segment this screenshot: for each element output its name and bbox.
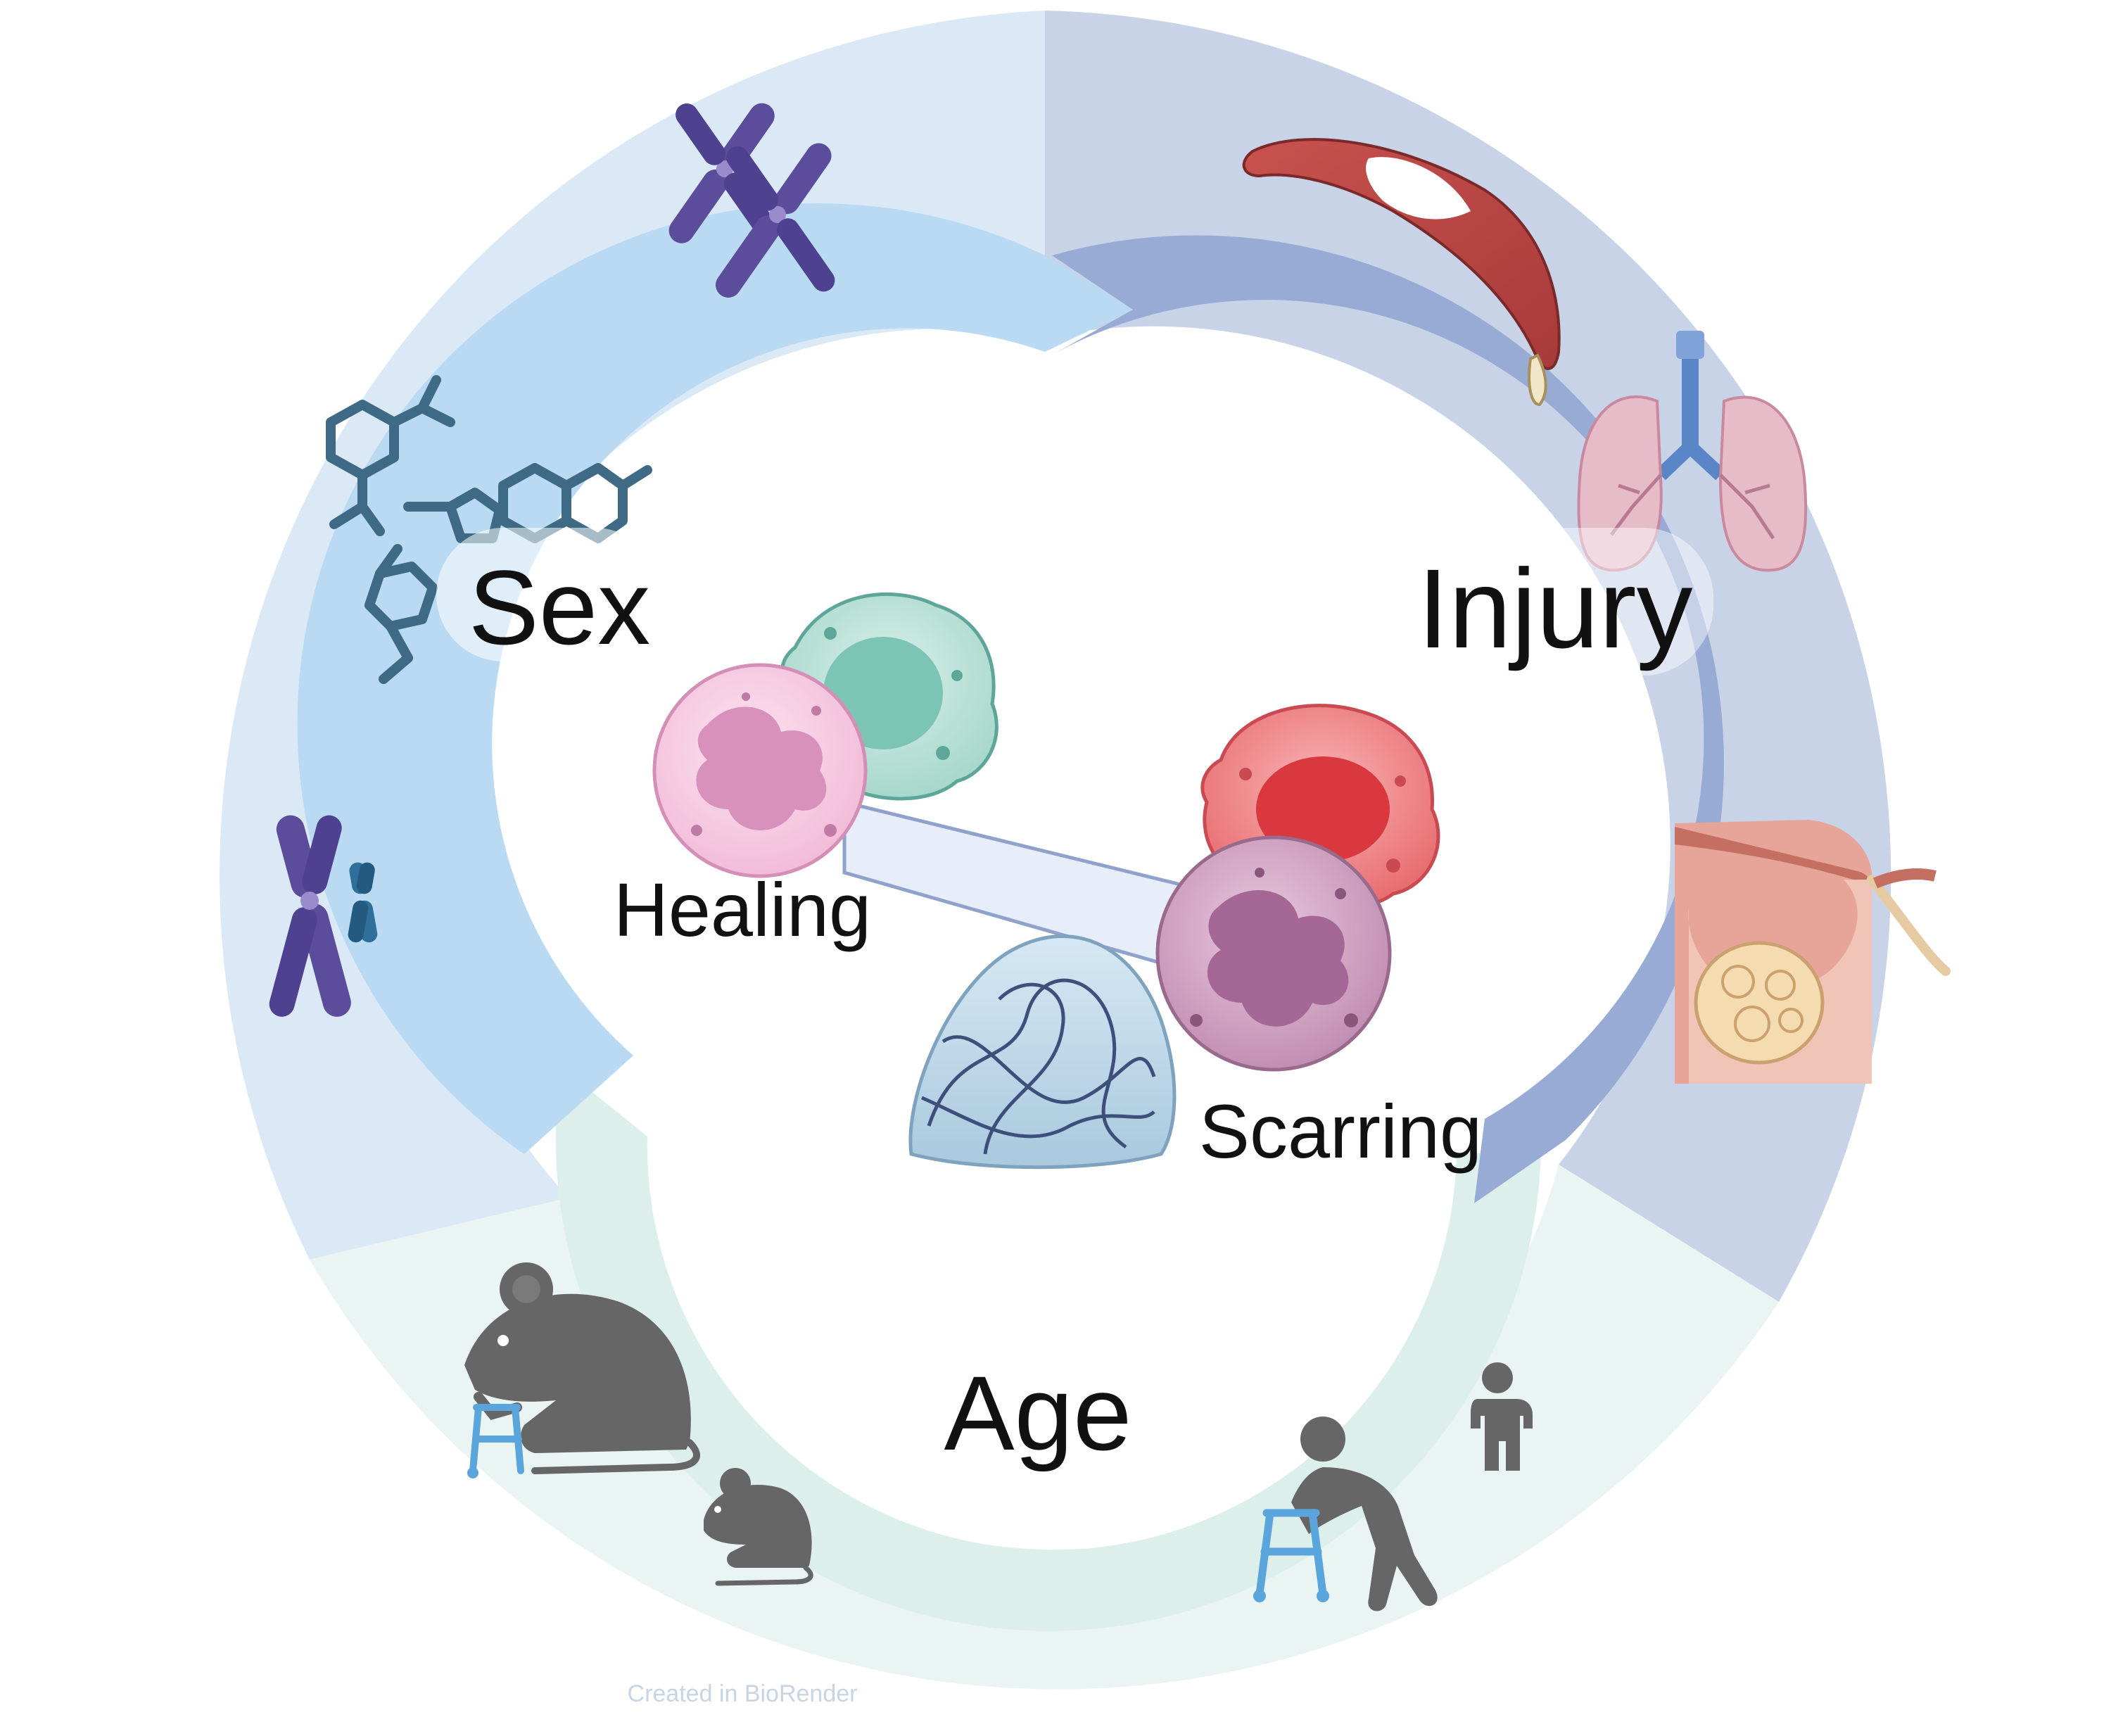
healing-label: Healing [614,867,871,952]
uterus-tumor-icon [1675,820,1951,1084]
lung-icon [1577,331,1808,572]
age-label: Age [944,1354,1132,1472]
sex-label: Sex [469,548,650,666]
biorender-watermark: Created in BioRender [628,1680,858,1707]
hormone-molecule-icon [326,375,652,684]
scarring-label: Scarring [1199,1089,1482,1174]
old-mouse-walker-icon [464,1262,700,1478]
sex-arrow [297,203,1133,1155]
sex-label-pill [436,528,661,661]
injury-label: Injury [1417,545,1692,671]
fibrin-clot-icon [908,934,1177,1170]
elderly-person-walker-icon [1253,1417,1438,1611]
injury-label-pill [1421,528,1713,676]
young-mouse-icon [704,1468,813,1586]
young-person-icon [1471,1362,1533,1471]
age-arrow [521,1034,1541,1631]
age-label-pill [922,1341,1154,1467]
xy-chromosome-icon [269,815,378,1017]
chromosome-pair-icon [668,103,835,298]
muscle-icon [1242,138,1561,407]
neutrophil-purple-icon [1155,835,1392,1072]
neutrophil-pink-icon [652,663,868,878]
inner-arrow-band [297,203,1724,1631]
